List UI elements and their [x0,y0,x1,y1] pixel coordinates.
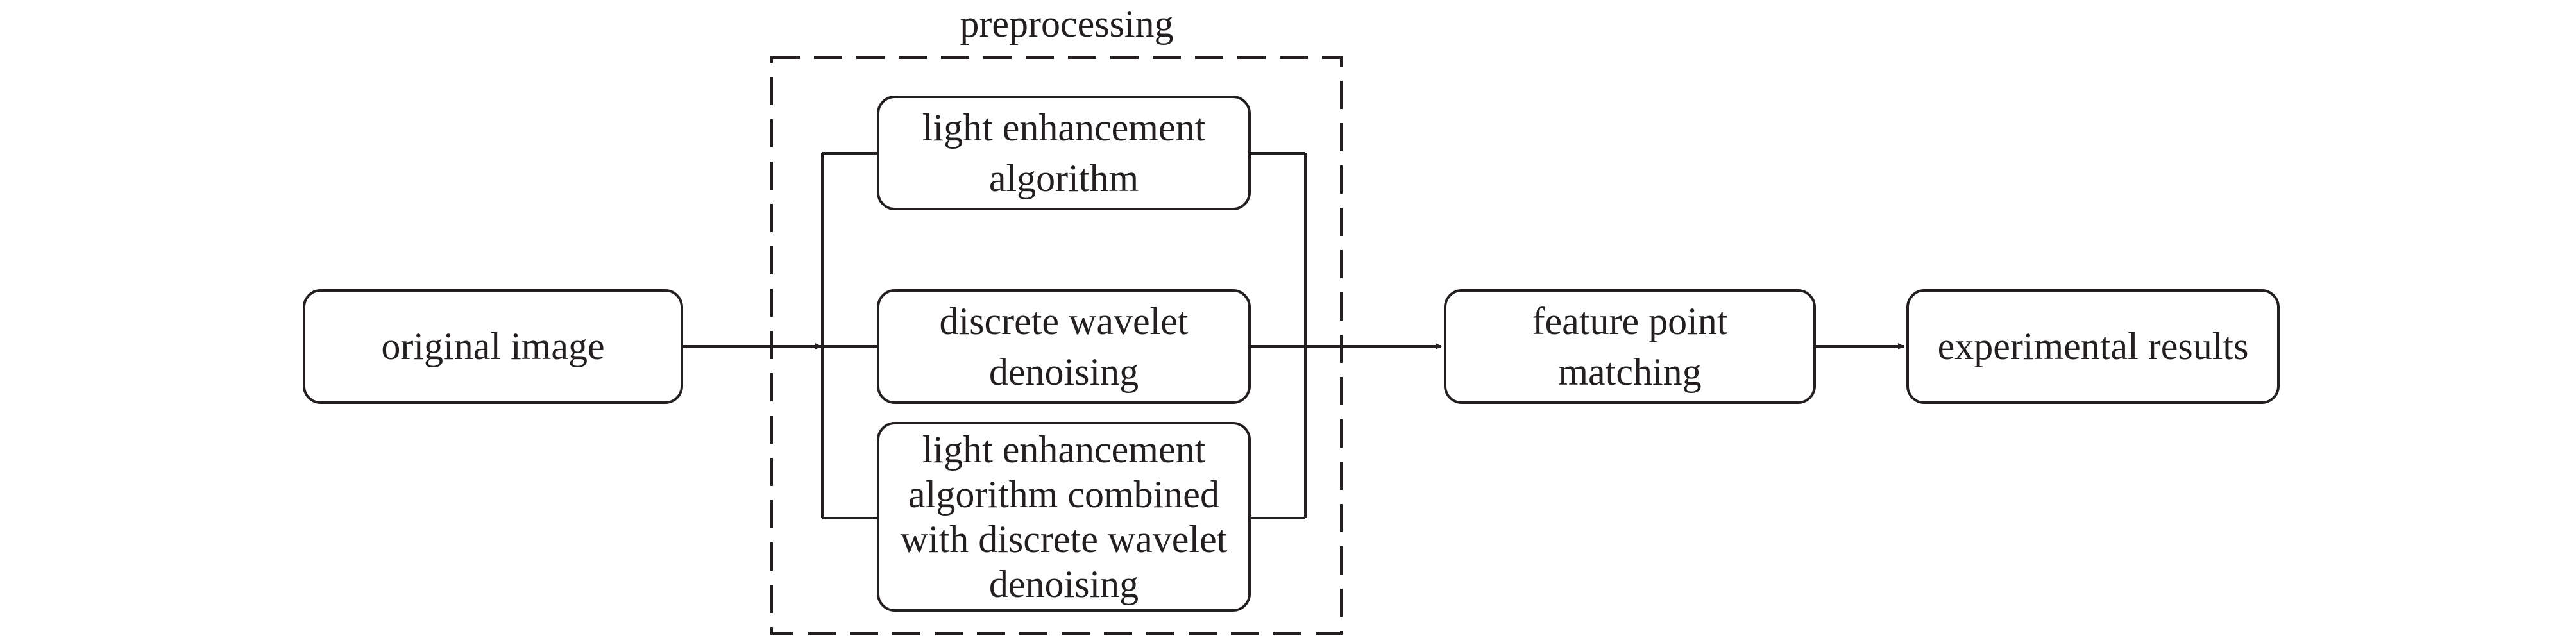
node-light-enhancement: light enhancement algorithm [877,96,1251,210]
node-wavelet-denoising: discrete wavelet denoising [877,289,1251,404]
node-feature-point-matching: feature point matching [1444,289,1816,404]
node-experimental-results: experimental results [1906,289,2280,404]
preprocessing-label: preprocessing [960,3,1174,45]
node-feature-point-matching-label: feature point matching [1532,299,1728,393]
node-combined-method: light enhancement algorithm combined wit… [877,422,1251,612]
node-light-enhancement-label: light enhancement algorithm [922,106,1206,199]
node-combined-method-label: light enhancement algorithm combined wit… [900,428,1228,605]
node-original-image-label: original image [381,325,605,367]
node-experimental-results-label: experimental results [1937,325,2249,367]
node-original-image: original image [303,289,683,404]
node-wavelet-denoising-label: discrete wavelet denoising [939,299,1189,393]
